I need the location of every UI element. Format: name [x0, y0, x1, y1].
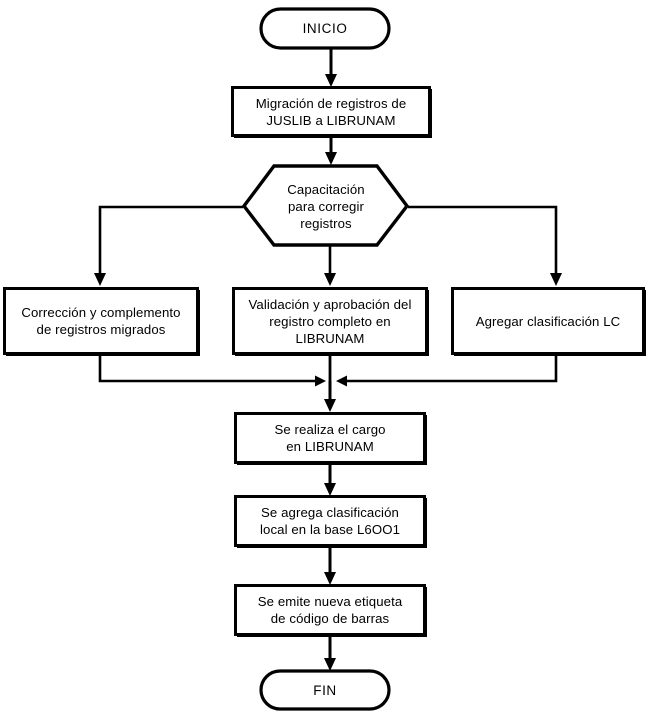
node-clasificacion-lc: [451, 287, 646, 356]
node-clasificacion-local: [234, 495, 427, 548]
node-capacitacion: [241, 164, 410, 247]
node-cargo: [234, 412, 427, 465]
edge-correccion-merge: [98, 356, 326, 387]
edge-clasificacion-lc-merge: [336, 356, 558, 387]
edge-capacitacion-correccion: [94, 205, 243, 286]
node-migracion: [231, 86, 432, 138]
node-etiqueta: [234, 584, 427, 637]
node-correccion: [3, 287, 200, 356]
edge-capacitacion-clasificacion-lc: [408, 205, 562, 286]
node-validacion: [232, 287, 429, 356]
node-fin: [259, 669, 391, 711]
node-inicio: [259, 7, 391, 50]
